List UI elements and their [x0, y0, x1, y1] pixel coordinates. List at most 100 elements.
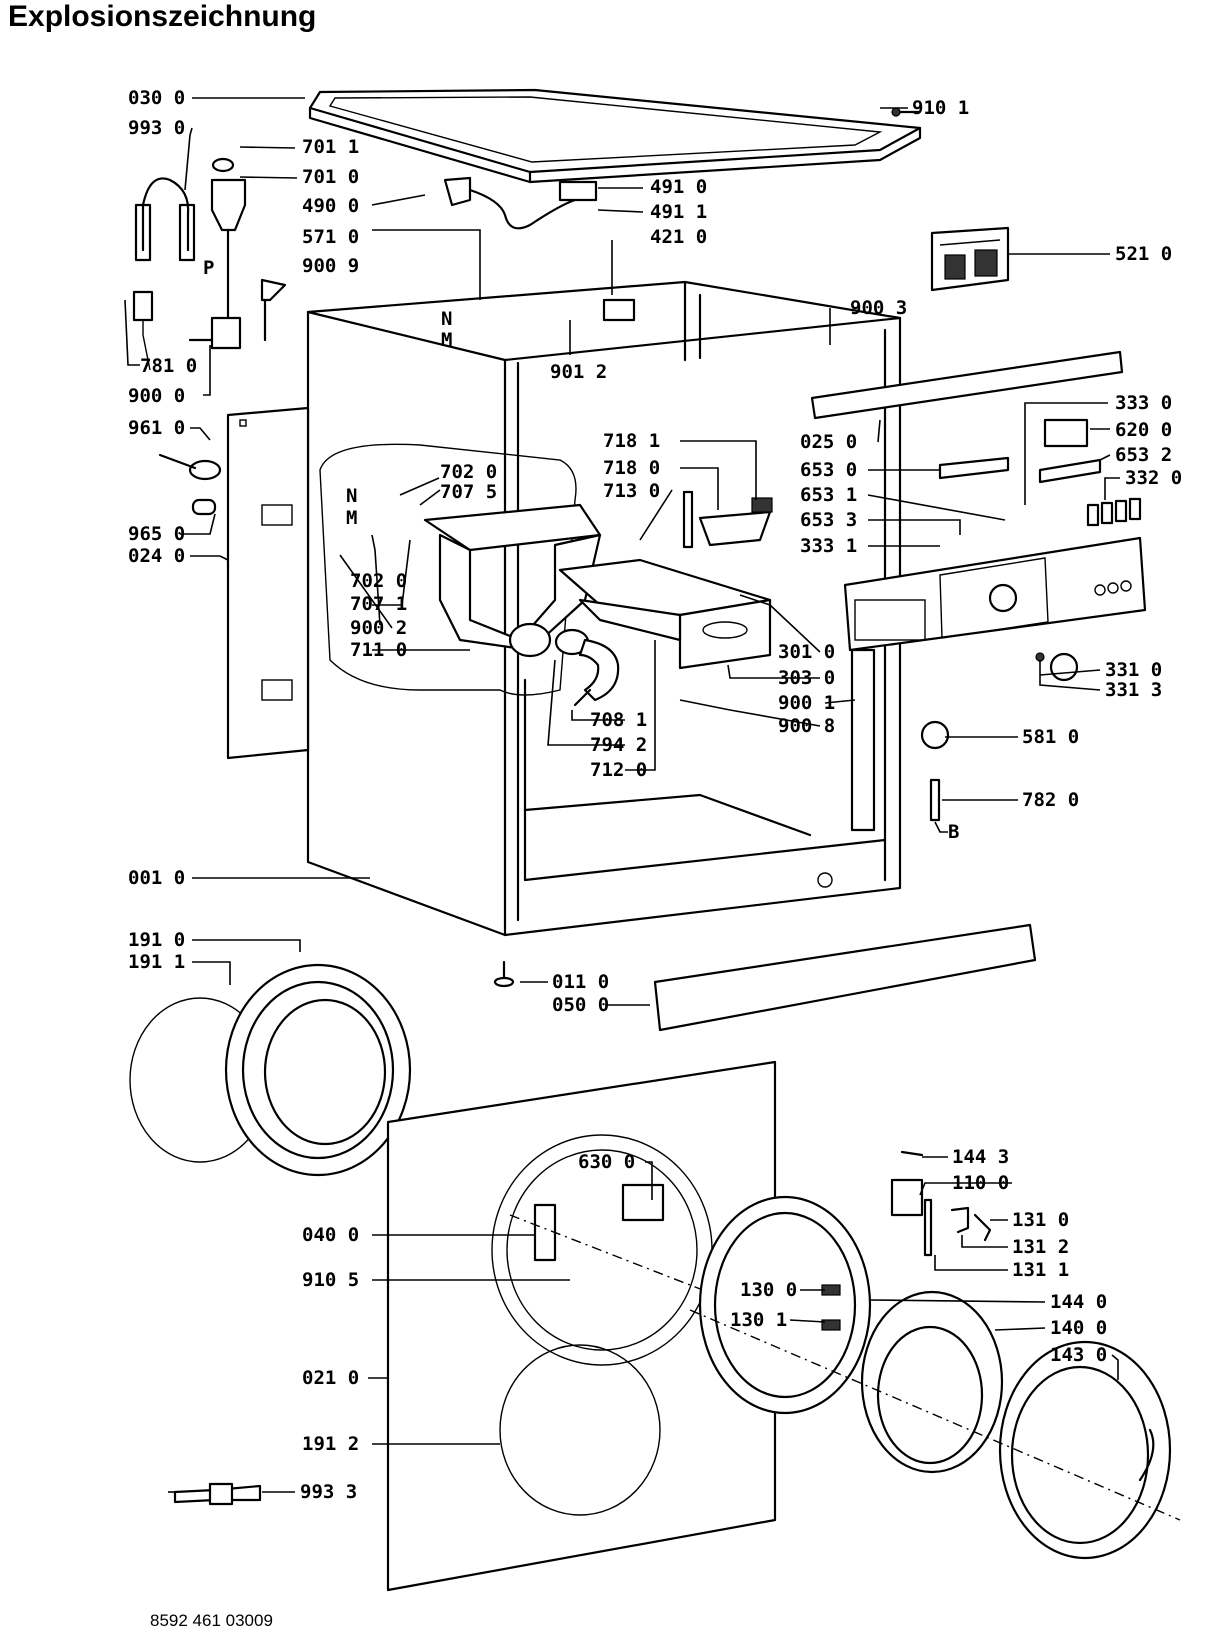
siphon-label-part [751, 497, 773, 513]
bellows-hose-part [554, 628, 620, 707]
door-frame-part [698, 1195, 872, 1415]
switch-bar-part [938, 456, 1010, 480]
knobs-part [1086, 497, 1142, 527]
dispenser-housing-part [423, 503, 602, 658]
callout-label: 713 0 [603, 480, 660, 502]
callout-label: 191 1 [128, 951, 185, 973]
callout-label: 718 0 [603, 457, 660, 479]
callout-label: 050 0 [552, 994, 609, 1016]
callout-label: 021 0 [302, 1367, 359, 1389]
callout-label: 144 0 [1050, 1291, 1107, 1313]
callout-label: 965 0 [128, 523, 185, 545]
callout-label: 131 0 [1012, 1209, 1069, 1231]
foot-part [493, 960, 515, 988]
callout-label: 718 1 [603, 430, 660, 452]
page-title: Explosionszeichnung [8, 0, 317, 33]
screw-2-part [900, 1150, 924, 1157]
callout-label: 030 0 [128, 87, 185, 109]
callout-label: 011 0 [552, 971, 609, 993]
callout-label: 782 0 [1022, 789, 1079, 811]
callout-label: 707 1 [350, 593, 407, 615]
marker-label: N [346, 485, 357, 507]
rod-part [929, 778, 941, 822]
drawing-number: 8592 461 03009 [150, 1611, 273, 1630]
callout-label: 711 0 [350, 639, 407, 661]
callout-label: 620 0 [1115, 419, 1172, 441]
callout-label: 701 0 [302, 166, 359, 188]
callout-label: 144 3 [952, 1146, 1009, 1168]
callout-label: 143 0 [1050, 1344, 1107, 1366]
wiring-harness-part [850, 648, 876, 832]
callout-label: 900 9 [302, 255, 359, 277]
front-panel-part [386, 1060, 781, 1592]
callout-label: 110 0 [952, 1172, 1009, 1194]
pump-filter-part [158, 453, 222, 516]
callout-label: 993 0 [128, 117, 185, 139]
wire-markers: P N M N M B [203, 257, 959, 843]
callout-label: 961 0 [128, 417, 185, 439]
marker-label: M [441, 329, 452, 351]
marker-label: P [203, 257, 214, 279]
power-cable-part [443, 176, 598, 230]
callout-label: 040 0 [302, 1224, 359, 1246]
marker-label: B [948, 821, 959, 843]
inlet-hose-part [132, 177, 196, 371]
callout-label: 900 0 [128, 385, 185, 407]
callout-label: 332 0 [1125, 467, 1182, 489]
callout-label: 653 0 [800, 459, 857, 481]
callout-label: 130 1 [730, 1309, 787, 1331]
marker-label: M [346, 507, 357, 529]
callout-label: 653 1 [800, 484, 857, 506]
callout-label: 191 2 [302, 1433, 359, 1455]
callout-label: 421 0 [650, 226, 707, 248]
door-seal-part [129, 963, 412, 1177]
callout-label: 901 2 [550, 361, 607, 383]
callout-label: 131 2 [1012, 1236, 1069, 1258]
filter-part [602, 298, 636, 322]
callout-label: 900 1 [778, 692, 835, 714]
marker-label: N [441, 308, 452, 330]
callout-label: 900 2 [350, 617, 407, 639]
callout-label: 708 1 [590, 709, 647, 731]
door-glass-part [860, 1290, 1004, 1474]
callout-label: 712 0 [590, 759, 647, 781]
callout-label: 910 1 [912, 97, 969, 119]
callout-label: 490 0 [302, 195, 359, 217]
callout-label: 333 1 [800, 535, 857, 557]
callout-label: 702 0 [440, 461, 497, 483]
callout-label: 491 1 [650, 201, 707, 223]
callout-label: 491 0 [650, 176, 707, 198]
rear-panel-part [226, 406, 310, 760]
program-knob-part [1049, 652, 1079, 682]
leader-lines [124, 97, 1120, 1493]
callout-label: 794 2 [590, 734, 647, 756]
switch-bar-2-part [1038, 458, 1102, 484]
parts-drawing [129, 88, 1181, 1592]
control-panel-part [843, 536, 1147, 652]
callout-label: 301 0 [778, 641, 835, 663]
callout-label: 331 0 [1105, 659, 1162, 681]
callout-label: 521 0 [1115, 243, 1172, 265]
door-axis-line [689, 1309, 1181, 1521]
callout-label: 630 0 [578, 1151, 635, 1173]
callout-label: 702 0 [350, 570, 407, 592]
knob-cap-part [1035, 652, 1045, 662]
callout-label: 581 0 [1022, 726, 1079, 748]
top-rail-part [810, 350, 1124, 420]
inlet-valve-part [188, 157, 287, 350]
callout-label: 140 0 [1050, 1317, 1107, 1339]
top-cover-part [308, 88, 922, 184]
electronic-module-part [930, 226, 1010, 292]
callout-label: 781 0 [140, 355, 197, 377]
callout-label: 130 0 [740, 1279, 797, 1301]
kick-plate-part [653, 923, 1037, 1032]
callout-label: 131 1 [1012, 1259, 1069, 1281]
callout-label: 653 2 [1115, 444, 1172, 466]
service-tool-part [173, 1482, 262, 1506]
callout-label: 701 1 [302, 136, 359, 158]
siphon-part [698, 510, 772, 547]
callout-label: 571 0 [302, 226, 359, 248]
callout-label: 024 0 [128, 545, 185, 567]
callout-label: 191 0 [128, 929, 185, 951]
callout-label: 333 0 [1115, 392, 1172, 414]
